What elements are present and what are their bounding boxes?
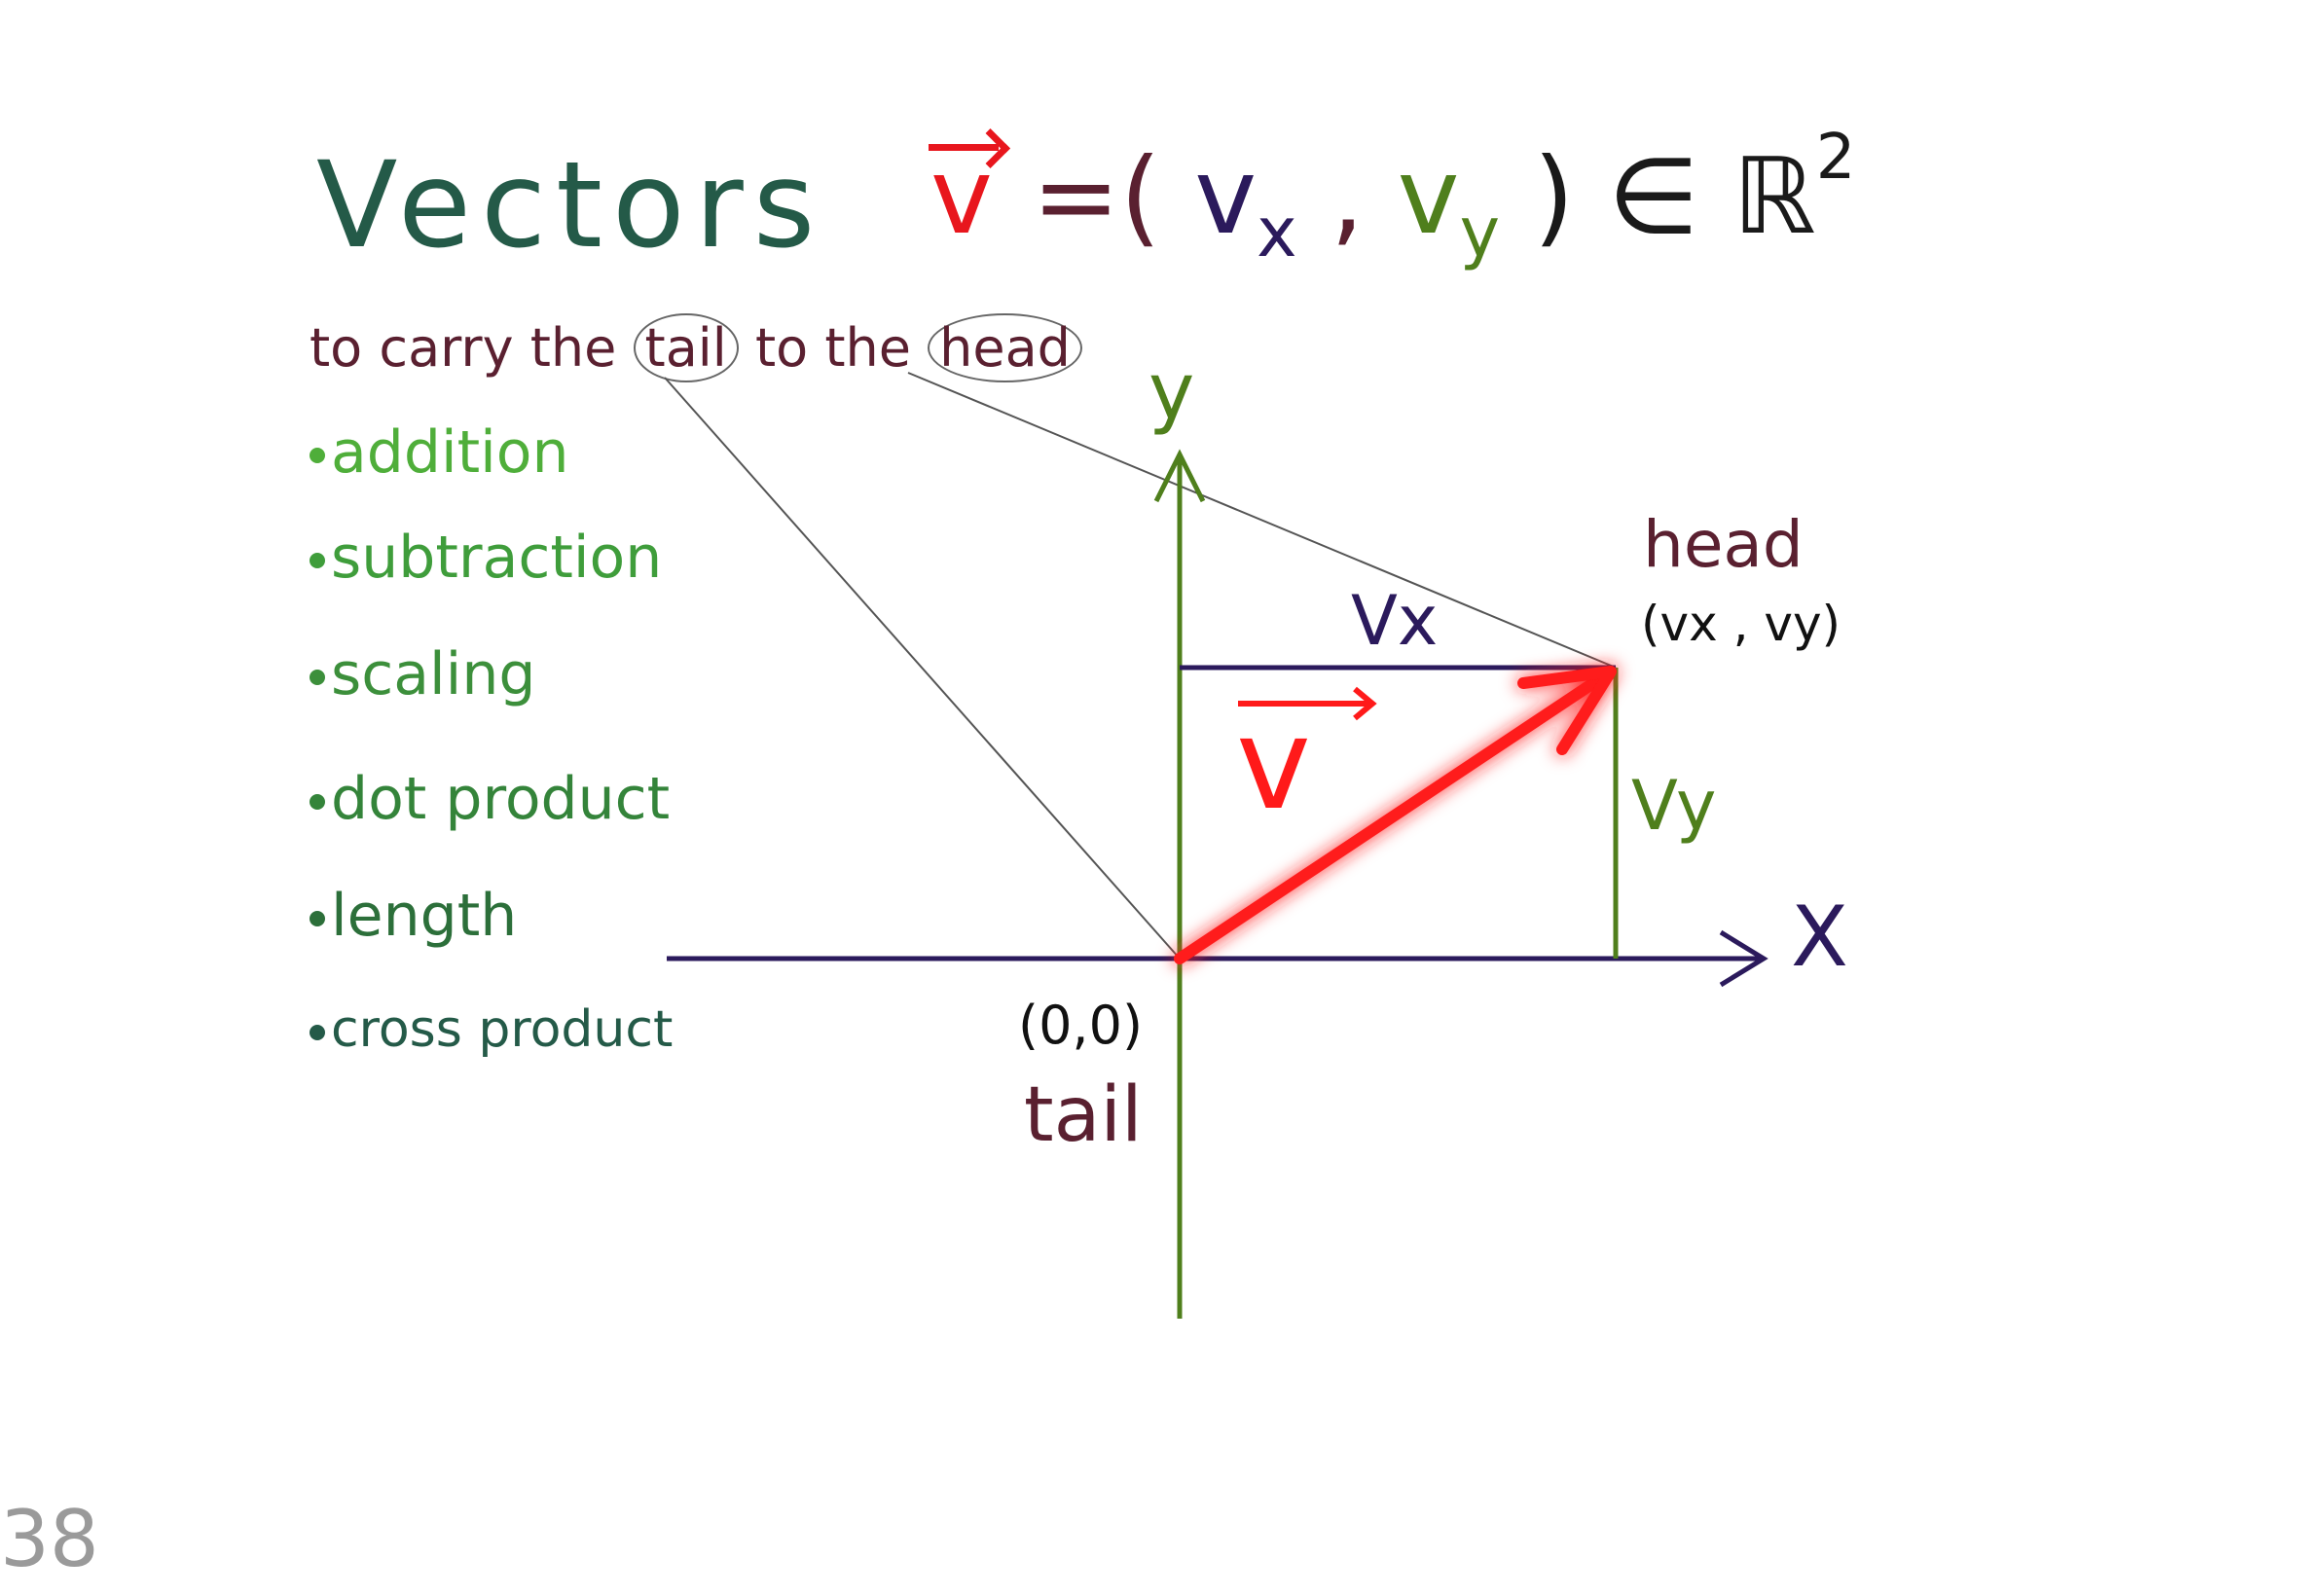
tail-label: tail xyxy=(1024,1071,1143,1159)
formula-open: =( xyxy=(1032,136,1161,258)
page-title: Vectors xyxy=(316,136,825,274)
vector-arrow xyxy=(1174,666,1617,964)
y-axis-label: y xyxy=(1148,346,1194,437)
x-axis-arrowhead xyxy=(1719,929,1768,988)
x-axis-label: X xyxy=(1791,889,1848,986)
formula-vx: vx xyxy=(1194,136,1296,272)
head-label: head xyxy=(1643,507,1804,582)
operation-item: subtraction xyxy=(310,524,662,592)
bullet-icon xyxy=(310,794,325,811)
y-axis-arrowhead xyxy=(1153,449,1206,503)
bullet-icon xyxy=(310,911,325,927)
formula-vy: vy xyxy=(1397,136,1500,272)
vector-shaft xyxy=(1174,668,1614,964)
tagline-tail: tail xyxy=(633,313,739,382)
head-connector-line xyxy=(907,372,1617,669)
operation-label: scaling xyxy=(331,640,536,708)
tagline: to carry the tail to the head xyxy=(310,313,1082,382)
formula-vy-base: v xyxy=(1397,136,1460,258)
formula-vx-base: v xyxy=(1194,136,1258,258)
tagline-part2: to the xyxy=(738,317,929,379)
operation-label: dot product xyxy=(331,765,671,833)
bullet-icon xyxy=(310,553,325,569)
tagline-part1: to carry the xyxy=(310,317,634,379)
operation-item: scaling xyxy=(310,640,535,708)
page-number: 38 xyxy=(0,1494,99,1584)
vector-arrowhead xyxy=(1517,666,1617,755)
operation-item: dot product xyxy=(310,765,670,833)
vector-symbol: v xyxy=(925,136,999,258)
formula-vy-sub: y xyxy=(1459,193,1500,272)
origin-coordinate: (0,0) xyxy=(1018,995,1143,1056)
operation-label: length xyxy=(331,882,518,950)
formula-comma: , xyxy=(1330,136,1365,258)
tail-connector-line xyxy=(664,377,1181,960)
operation-item: cross product xyxy=(310,1000,673,1059)
operation-item: addition xyxy=(310,418,569,487)
formula-vx-sub: x xyxy=(1257,193,1297,272)
tagline-head: head xyxy=(928,313,1082,382)
bullet-icon xyxy=(310,670,325,686)
head-coordinate: (vx , vy) xyxy=(1641,596,1841,652)
operation-label: subtraction xyxy=(331,524,663,592)
operation-item: length xyxy=(310,882,517,950)
formula-close-in: ) ∈ ℝ xyxy=(1533,136,1816,258)
bullet-icon xyxy=(310,1025,325,1040)
vector-label: v xyxy=(1236,690,1311,838)
vector-formula: v =( vx , vy ) ∈ ℝ2 xyxy=(925,122,1855,282)
formula-exponent: 2 xyxy=(1815,122,1856,194)
vx-label: Vx xyxy=(1351,581,1438,661)
bullet-icon xyxy=(310,448,325,464)
vy-label: Vy xyxy=(1631,766,1716,846)
vector-label-arrowhead xyxy=(1353,686,1377,721)
operation-label: addition xyxy=(331,418,569,487)
operation-label: cross product xyxy=(331,1000,674,1059)
